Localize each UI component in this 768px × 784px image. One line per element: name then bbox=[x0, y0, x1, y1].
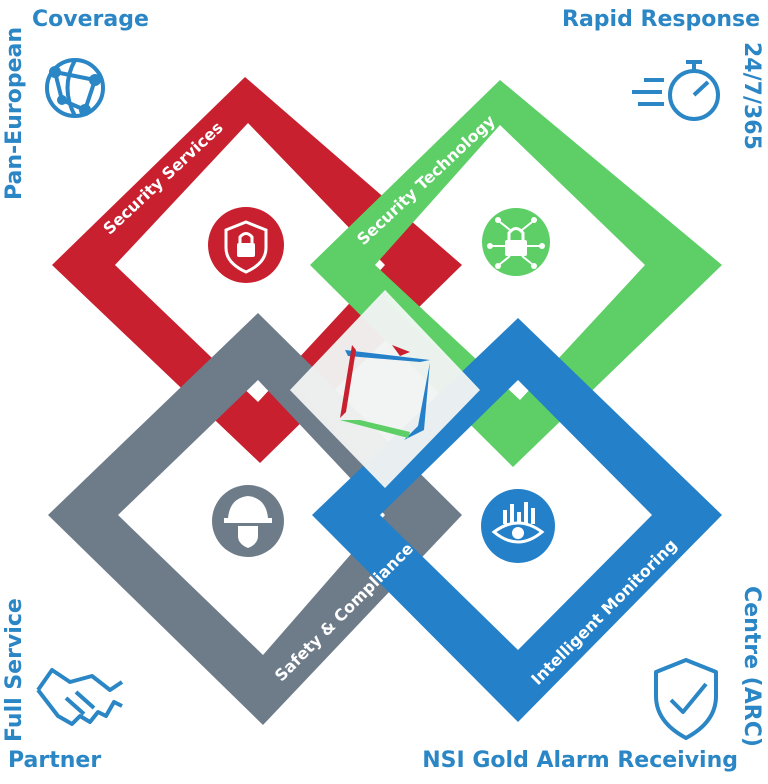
pillar-security-services bbox=[52, 77, 462, 463]
corner-nsi-gold: NSI Gold Alarm Receiving bbox=[422, 748, 738, 773]
shield-lock-icon bbox=[208, 207, 284, 283]
eye-data-icon bbox=[481, 489, 555, 563]
pillar-security-technology bbox=[310, 80, 722, 467]
logo-icon bbox=[340, 345, 430, 440]
globe-nodes bbox=[49, 66, 101, 116]
stopwatch-icon bbox=[632, 60, 720, 121]
corner-pan-european: Pan-European bbox=[2, 26, 27, 200]
corner-24-7-365: 24/7/365 bbox=[739, 42, 764, 150]
corner-centre-arc: Centre (ARC) bbox=[739, 586, 764, 747]
corner-rapid-response: Rapid Response bbox=[562, 7, 760, 32]
corner-full-service: Full Service bbox=[2, 598, 27, 742]
corner-partner: Partner bbox=[8, 748, 102, 773]
shield-check-icon bbox=[654, 658, 718, 740]
corner-coverage: Coverage bbox=[32, 7, 149, 32]
handshake-icon bbox=[36, 668, 124, 726]
hardhat-shield-icon bbox=[212, 485, 284, 557]
center-logo bbox=[290, 290, 480, 488]
circuit-lock-icon bbox=[482, 208, 550, 276]
